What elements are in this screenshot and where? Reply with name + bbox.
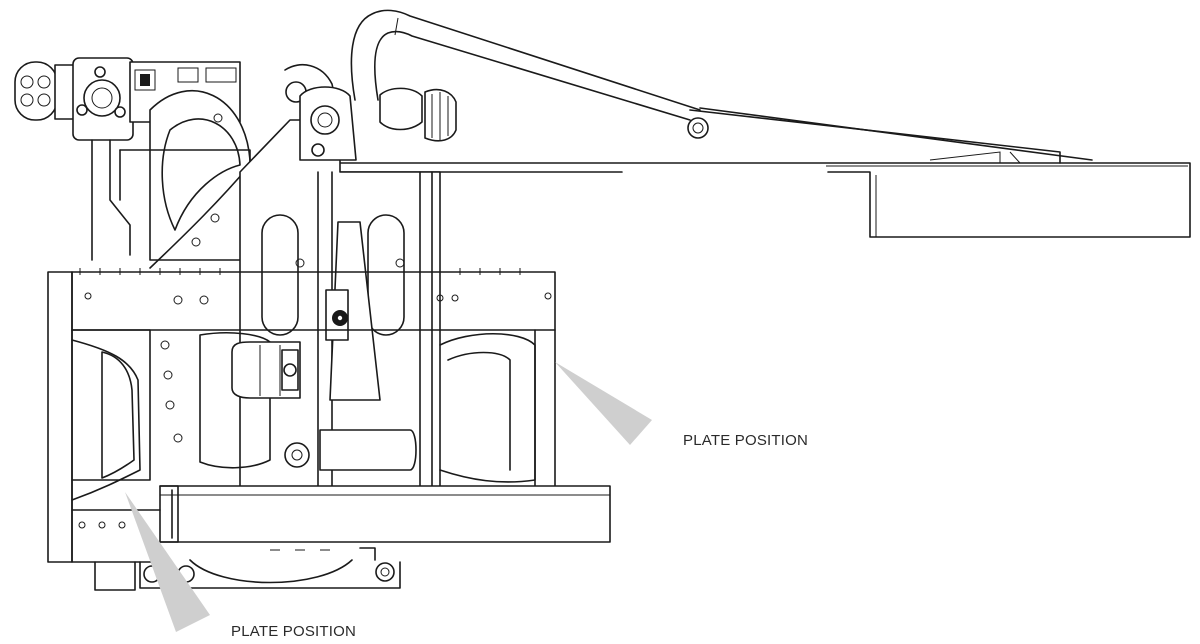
bottom-feet [94, 547, 401, 591]
uprights [261, 171, 433, 491]
bottom-beam [71, 485, 611, 543]
carriage-frame [47, 258, 556, 563]
plate-position-label-bottom: PLATE POSITION [231, 623, 357, 640]
plate-position-label-right: PLATE POSITION [683, 432, 809, 449]
inner-guides [71, 329, 536, 501]
plate-pointer-bottom [125, 492, 210, 632]
plate-pointer-right [555, 362, 652, 445]
actuator [231, 341, 417, 471]
top-handle [350, 9, 701, 142]
